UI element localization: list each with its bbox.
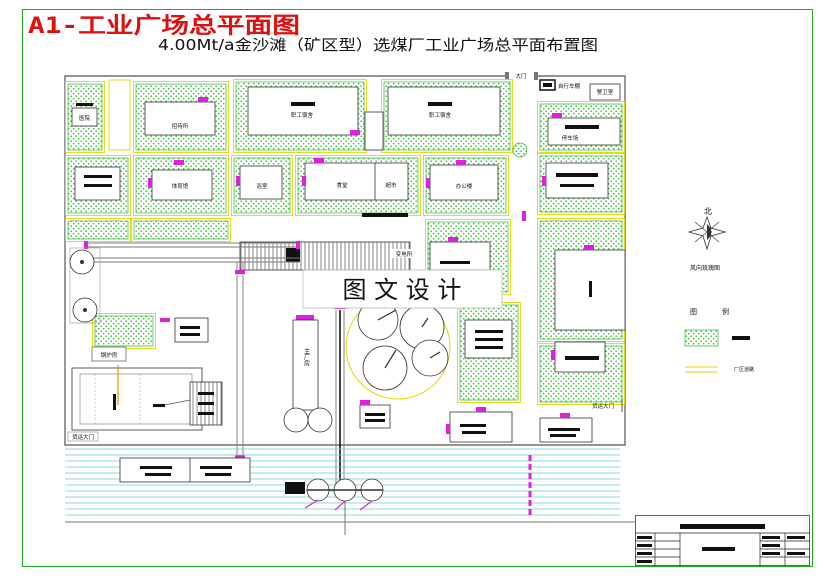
building-south-1 (359, 400, 391, 429)
building-east-hall (554, 245, 626, 331)
building-parking: 停车场 (547, 113, 621, 146)
freight-gate-east: 货运大门 (592, 398, 623, 412)
guest-house-label: 招待所 (172, 122, 189, 130)
road-edge (537, 153, 625, 215)
roundabout (512, 142, 528, 158)
railway-tracks (65, 448, 620, 516)
building-canteen-supermarket: 食堂 超市 (302, 158, 409, 201)
small-shed (364, 111, 384, 151)
guard-room-label: 警卫室 (597, 88, 614, 96)
road-edge (295, 155, 421, 216)
title-block (635, 515, 810, 566)
road-edge (231, 155, 293, 216)
building-clinic: 医院 (71, 103, 98, 127)
building-row2-east (522, 162, 609, 221)
north-label: 北 (704, 207, 712, 216)
main-gate-label: 大门 (515, 72, 526, 80)
loading-control-box (285, 482, 305, 494)
sheet-tag: A1-工业广场总平面图 (28, 13, 300, 39)
building-rail-station (119, 457, 251, 483)
substation-label: 变电所 (396, 250, 413, 258)
legend-heading-right: 例 (722, 307, 729, 316)
legend-heading-left: 图 (690, 308, 697, 316)
dormitory-east-label: 职工宿舍 (429, 111, 452, 119)
legend-road-label: 厂区道路 (734, 366, 754, 373)
building-office: 办公楼 (426, 160, 499, 201)
thickener-field (345, 294, 451, 400)
road-edge (65, 81, 105, 153)
building-boiler-house: 锅炉房 (71, 346, 203, 431)
building-crusher (189, 381, 223, 426)
gate-post-right (534, 72, 538, 80)
supermarket-label: 超市 (385, 181, 397, 189)
freight-gate-west-label: 货运大门 (72, 433, 94, 441)
gymnasium-label: 体育馆 (172, 182, 189, 190)
clinic-label: 医院 (79, 114, 91, 122)
road-edge (537, 101, 625, 153)
building-east-annex (551, 341, 606, 373)
building-dormitory-east: 职工宿舍 (387, 86, 501, 136)
bike-shed-label: 自行车棚 (558, 82, 581, 90)
building-guard-room: 警卫室 (589, 83, 621, 101)
plant-boundary (64, 75, 626, 446)
parking-label: 停车场 (562, 134, 579, 142)
substation-block: 变电所 (239, 241, 418, 271)
bathhouse-label: 浴室 (256, 182, 268, 190)
watermark-text: 图 文 设 计 (343, 276, 462, 304)
sheet-frame (22, 9, 813, 567)
freight-gate-west: 货运大门 (67, 431, 99, 442)
road-edge (65, 218, 131, 242)
drawing-title: 4.00Mt/a金沙滩（矿区型）选煤厂工业广场总平面布置图 (158, 36, 598, 54)
dormitory-west-label: 职工宿舍 (291, 111, 314, 119)
boiler-house-label: 锅炉房 (101, 351, 118, 359)
thickener-tanks-west (69, 247, 101, 324)
wind-rose: 北 风向玫瑰图 (687, 207, 727, 272)
gate-post-left (505, 72, 509, 80)
road-edge (423, 155, 509, 216)
road-edge (65, 155, 131, 216)
building-bathhouse: 浴室 (236, 165, 283, 200)
building-row2-west (74, 166, 121, 201)
building-dormitory-west: 职工宿舍 (247, 86, 360, 136)
canteen-label: 食堂 (336, 181, 348, 189)
legend: 图 例 厂区道路 (684, 307, 754, 373)
road-edge (131, 218, 231, 242)
legend-grass-swatch (684, 329, 719, 347)
compass-rose-icon (687, 215, 727, 251)
building-bike-shed: 自行车棚 (539, 79, 581, 91)
building-south-2 (446, 407, 513, 443)
road-edge (133, 155, 229, 216)
watermark: 图 文 设 计 (302, 269, 503, 309)
building-main-plant: 主厂房 (283, 315, 333, 433)
road-marking (362, 213, 408, 217)
building-pump-house (160, 317, 209, 343)
building-workshop (429, 237, 491, 271)
main-plant-label: 主厂房 (303, 347, 310, 367)
service-lane (108, 79, 131, 151)
building-south-3 (539, 413, 593, 443)
freight-gate-east-label: 货运大门 (592, 402, 614, 410)
building-pump-station-east (464, 319, 513, 359)
loading-silos (304, 478, 384, 535)
building-gymnasium: 体育馆 (148, 160, 213, 201)
office-label: 办公楼 (456, 182, 473, 190)
building-guest-house: 招待所 (144, 97, 216, 136)
wind-rose-caption: 风向玫瑰图 (690, 264, 720, 272)
road-edge (133, 81, 229, 153)
